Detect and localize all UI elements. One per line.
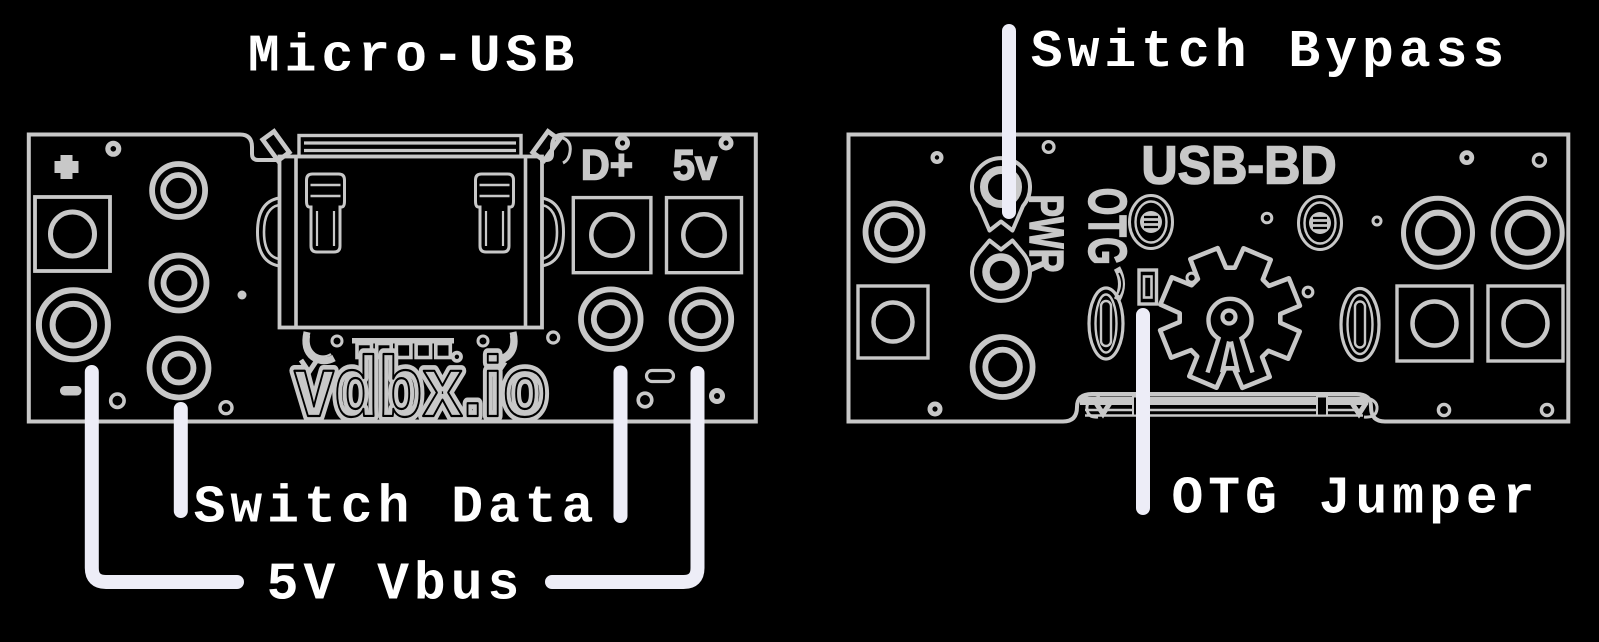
svg-text:PWR: PWR [1020,195,1074,273]
svg-text:vdbx.io: vdbx.io [294,339,547,434]
svg-text:Micro-USB: Micro-USB [248,27,579,87]
svg-text:OTG: OTG [1077,188,1137,265]
svg-text:OTG Jumper: OTG Jumper [1171,469,1539,529]
svg-text:vdbx.io: vdbx.io [294,339,547,434]
svg-text:Switch Bypass: Switch Bypass [1031,22,1509,82]
svg-text:5v: 5v [673,140,717,189]
svg-text:5V Vbus: 5V Vbus [267,555,525,615]
svg-text:USB-BD: USB-BD [1141,136,1336,196]
svg-text:Switch Data: Switch Data [194,478,599,538]
